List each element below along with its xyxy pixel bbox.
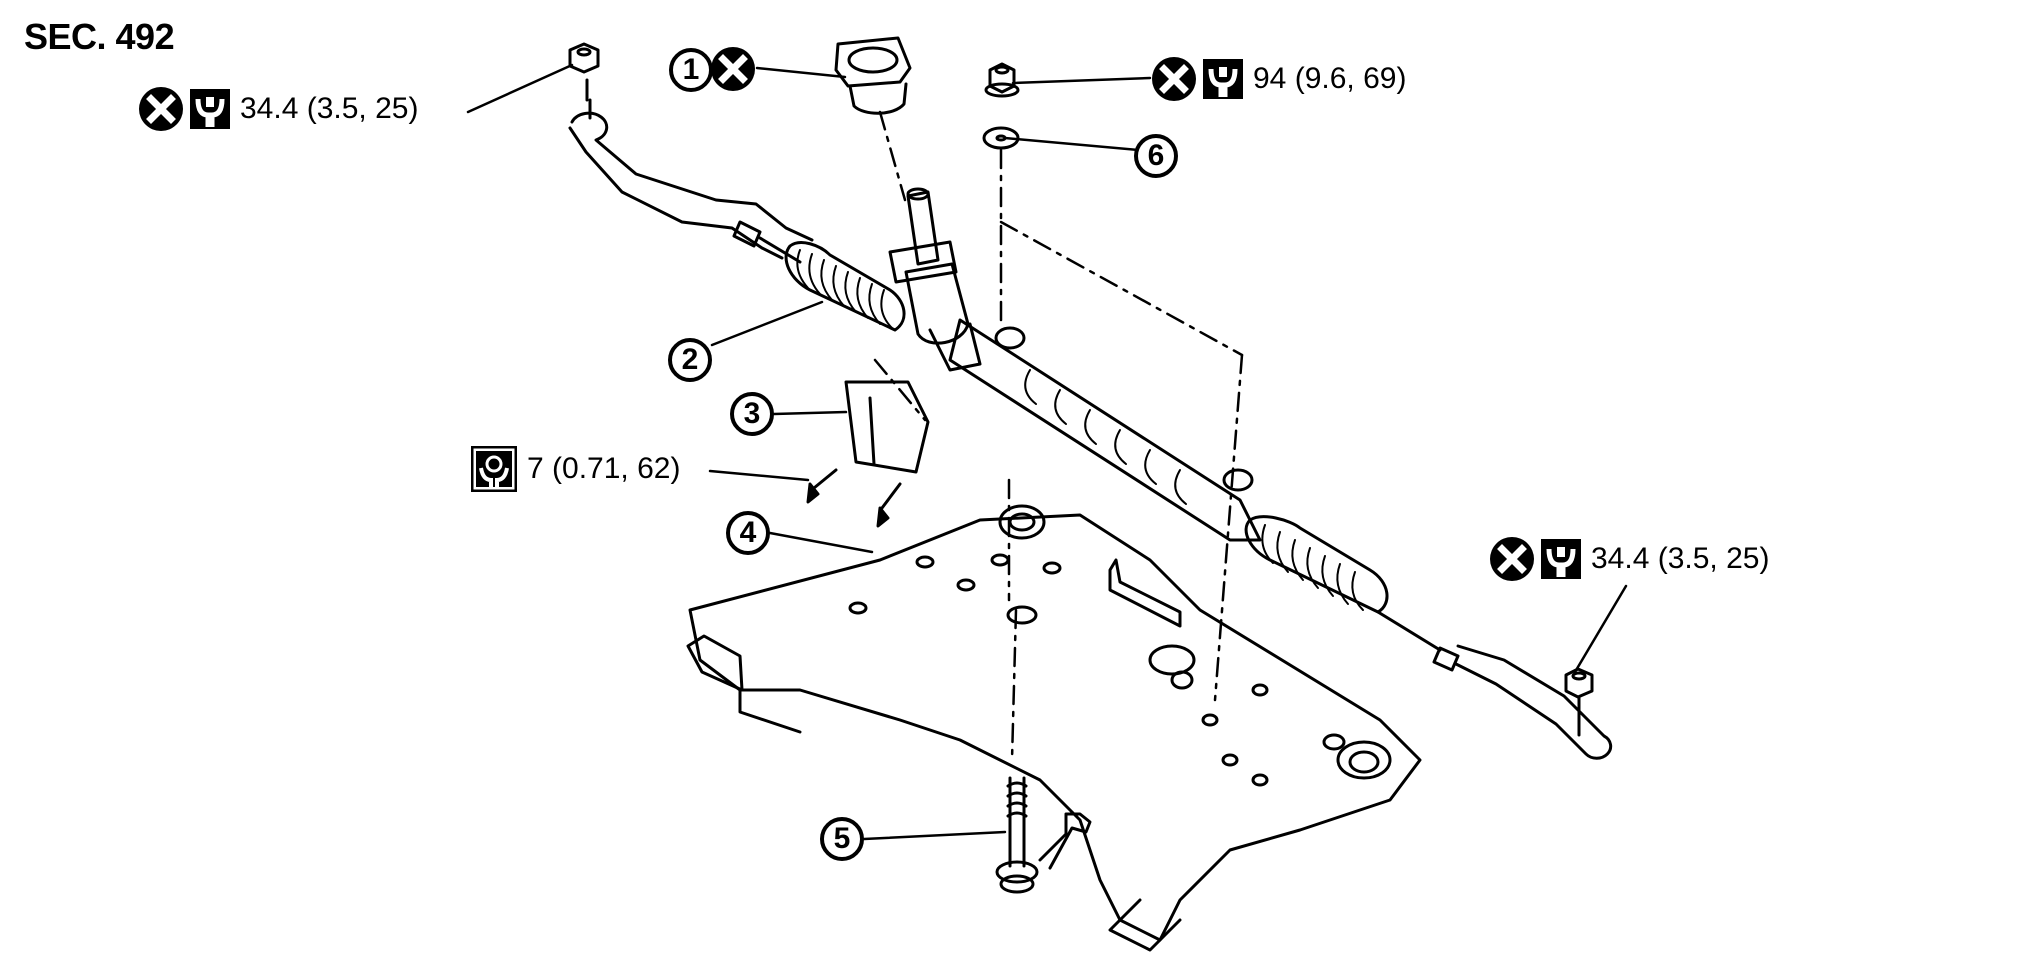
callout-5: 5 (820, 817, 864, 861)
never-reuse-icon (1152, 57, 1196, 101)
torque-value: 34.4 (3.5, 25) (240, 92, 419, 125)
callout-6: 6 (1134, 134, 1178, 178)
torque-socket-icon (471, 446, 517, 492)
never-reuse-icon (1490, 537, 1534, 581)
callout-3: 3 (730, 392, 774, 436)
tie-rod-nut-left (568, 42, 600, 102)
torque-label-mount-nut: 94 (9.6, 69) (1151, 56, 1406, 102)
never-reuse-icon (139, 87, 183, 131)
bolt (995, 776, 1092, 894)
torque-label-tie-rod-right: 34.4 (3.5, 25) (1489, 536, 1769, 582)
mount-nut (984, 62, 1020, 98)
rack-housing (948, 318, 1262, 542)
torque-value: 34.4 (3.5, 25) (1591, 542, 1770, 575)
torque-value: 94 (9.6, 69) (1253, 62, 1407, 95)
torque-value: 7 (0.71, 62) (527, 452, 681, 485)
torque-label-bracket-bolt: 7 (0.71, 62) (471, 446, 680, 492)
torque-wrench-icon (190, 89, 230, 129)
pinion-housing (888, 187, 982, 372)
boot-right (1244, 515, 1389, 614)
bracket (806, 380, 930, 528)
section-title: SEC. 492 (24, 16, 175, 57)
alignment-lines (873, 110, 1244, 762)
callout-4: 4 (726, 511, 770, 555)
tie-rod-end-right (1376, 610, 1613, 760)
tie-rod-end-left (568, 98, 814, 264)
grommet (834, 36, 912, 115)
subframe (686, 504, 1422, 952)
torque-wrench-icon (1203, 59, 1243, 99)
leader-lines (466, 63, 1628, 841)
washer (982, 126, 1020, 150)
torque-label-tie-rod-left: 34.4 (3.5, 25) (138, 86, 418, 132)
tie-rod-nut-right (1564, 667, 1594, 737)
callout-2: 2 (668, 338, 712, 382)
never-reuse-icon (711, 47, 755, 91)
torque-wrench-icon (1541, 539, 1581, 579)
callout-1: 1 (669, 48, 713, 92)
boot-left (784, 241, 906, 332)
